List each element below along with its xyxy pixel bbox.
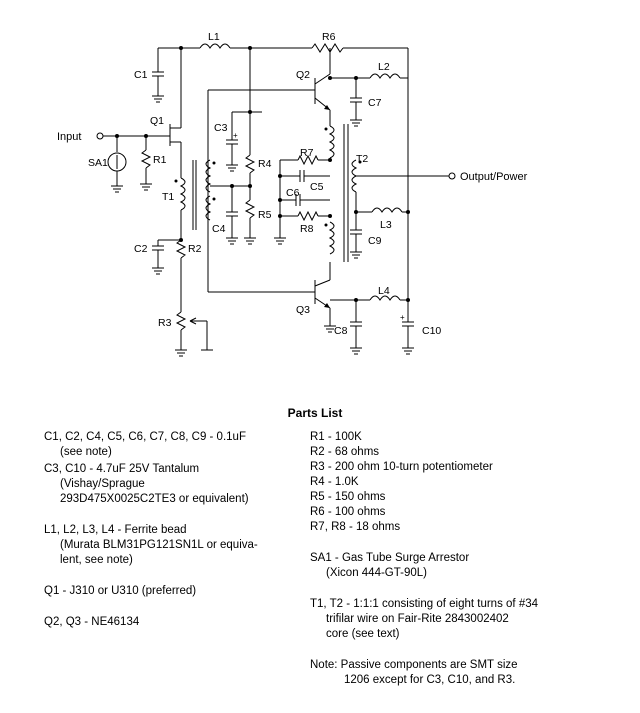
parts-line: 1206 except for C3, C10, and R3.	[344, 674, 516, 686]
inductor-L3	[354, 207, 410, 214]
inductor-L4	[369, 290, 410, 302]
label-L3: L3	[380, 219, 392, 231]
label-L4: L4	[378, 285, 390, 297]
parts-line: Note: Passive components are SMT size	[310, 659, 518, 671]
parts-list-right-column: R1 - 100K R2 - 68 ohms R3 - 200 ohm 10-t…	[310, 430, 630, 704]
parts-item-ferrite: L1, L2, L3, L4 - Ferrite bead (Murata BL…	[44, 523, 304, 568]
parts-line: R3 - 200 ohm 10-turn potentiometer	[310, 461, 493, 473]
parts-list-left-column: C1, C2, C4, C5, C6, C7, C8, C9 - 0.1uF (…	[44, 430, 304, 646]
parts-line: R7, R8 - 18 ohms	[310, 521, 401, 533]
label-L2: L2	[378, 61, 390, 73]
label-R1: R1	[153, 154, 167, 166]
label-C4: C4	[212, 223, 226, 235]
parts-line: R4 - 1.0K	[310, 476, 359, 488]
label-R4: R4	[258, 158, 272, 170]
resistor-R2	[175, 239, 187, 312]
label-C5: C5	[310, 181, 324, 193]
parts-line: core (see text)	[326, 628, 400, 640]
parts-item-transformers: T1, T2 - 1:1:1 consisting of eight turns…	[310, 597, 630, 642]
transistor-Q2	[314, 48, 370, 126]
label-R7: R7	[300, 147, 314, 159]
input-node	[96, 132, 170, 140]
label-C1: C1	[134, 69, 148, 81]
transistor-Q1	[169, 48, 182, 178]
label-C3: C3	[214, 122, 228, 134]
label-C9: C9	[368, 235, 382, 247]
label-C2: C2	[134, 243, 148, 255]
parts-line: SA1 - Gas Tube Surge Arrestor	[310, 552, 470, 564]
parts-line: R6 - 100 ohms	[310, 506, 386, 518]
label-T1: T1	[162, 191, 174, 203]
parts-line: (Xicon 444-GT-90L)	[326, 567, 427, 579]
parts-line: (see note)	[60, 446, 112, 458]
parts-line: Q2, Q3 - NE46134	[44, 616, 140, 628]
svg-text:+: +	[400, 313, 405, 322]
parts-line: 293D475X0025C2TE3 or equivalent)	[60, 493, 249, 505]
label-R2: R2	[188, 243, 202, 255]
transistor-Q3	[314, 279, 370, 333]
parts-line: R2 - 68 ohms	[310, 446, 380, 458]
parts-line: C3, C10 - 4.7uF 25V Tantalum	[44, 463, 200, 475]
parts-line: C1, C2, C4, C5, C6, C7, C8, C9 - 0.1uF	[44, 431, 246, 443]
label-T2: T2	[356, 153, 368, 165]
label-Q2: Q2	[296, 69, 310, 81]
label-R8: R8	[300, 223, 314, 235]
capacitor-C2	[152, 238, 183, 275]
transformer-T1	[174, 159, 216, 240]
label-C7: C7	[368, 97, 382, 109]
label-C10: C10	[422, 325, 441, 337]
potentiometer-R3	[175, 311, 213, 357]
parts-item-resistors: R1 - 100K R2 - 68 ohms R3 - 200 ohm 10-t…	[310, 430, 630, 535]
label-R5: R5	[258, 209, 272, 221]
parts-line: R5 - 150 ohms	[310, 491, 386, 503]
parts-line: trifilar wire on Fair-Rite 2843002402	[326, 613, 509, 625]
top-rail	[158, 43, 409, 290]
parts-line: (Murata BLM31PG121SN1L or equiva-	[60, 539, 258, 551]
capacitor-C1	[152, 48, 164, 103]
surge-arrestor-SA1	[107, 136, 127, 193]
capacitor-C7	[350, 76, 362, 127]
label-SA1: SA1	[88, 157, 108, 169]
input-label: Input	[57, 131, 81, 143]
transformer-T2	[324, 124, 450, 280]
parts-line: T1, T2 - 1:1:1 consisting of eight turns…	[310, 598, 539, 610]
output-node	[448, 172, 456, 180]
parts-item-capacitors: C1, C2, C4, C5, C6, C7, C8, C9 - 0.1uF (…	[44, 430, 304, 460]
parts-line: R1 - 100K	[310, 431, 362, 443]
parts-line: lent, see note)	[60, 554, 133, 566]
parts-item-tantalum: C3, C10 - 4.7uF 25V Tantalum (Vishay/Spr…	[44, 462, 304, 507]
label-C6: C6	[286, 187, 300, 199]
feedback-network	[274, 154, 332, 245]
label-C8: C8	[334, 325, 348, 337]
circuit-schematic: L1 R6 C1 Input SA1 R1	[57, 31, 528, 357]
parts-item-q2-q3: Q2, Q3 - NE46134	[44, 615, 304, 630]
parts-line: (Vishay/Sprague	[60, 478, 145, 490]
capacitor-C10: +	[400, 300, 414, 355]
parts-list-title: Parts List	[287, 406, 343, 420]
parts-line: Q1 - J310 or U310 (preferred)	[44, 585, 197, 597]
parts-line: L1, L2, L3, L4 - Ferrite bead	[44, 524, 187, 536]
label-R3: R3	[158, 317, 172, 329]
output-label: Output/Power	[460, 171, 528, 183]
inductor-L2	[369, 73, 408, 79]
label-R6: R6	[322, 31, 336, 43]
parts-item-sa1: SA1 - Gas Tube Surge Arrestor (Xicon 444…	[310, 551, 630, 581]
parts-item-q1: Q1 - J310 or U310 (preferred)	[44, 584, 304, 599]
label-Q3: Q3	[296, 304, 310, 316]
capacitor-C8	[350, 300, 362, 355]
svg-text:+: +	[233, 131, 238, 140]
resistor-R1	[140, 136, 152, 191]
label-Q1: Q1	[150, 115, 164, 127]
capacitor-C9	[350, 212, 362, 259]
bias-network: +	[207, 48, 315, 293]
parts-item-note: Note: Passive components are SMT size 12…	[310, 658, 630, 688]
label-L1: L1	[208, 31, 220, 43]
